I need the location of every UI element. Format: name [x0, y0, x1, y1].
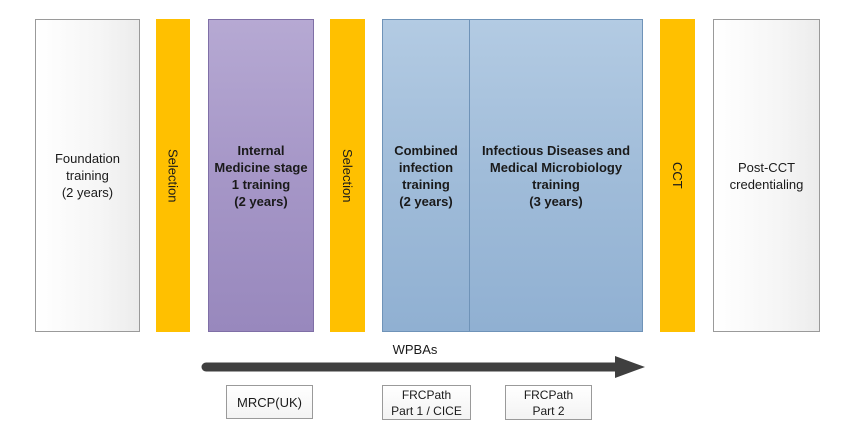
post-cct-box: Post-CCT credentialing: [713, 19, 820, 332]
cct-label: CCT: [670, 162, 685, 189]
wpba-label: WPBAs: [392, 341, 438, 357]
frcpath-part1-label: FRCPath Part 1 / CICE: [391, 387, 462, 418]
combined-infection-label: Combined infection training (2 years): [394, 142, 458, 209]
internal-medicine-box: Internal Medicine stage 1 training (2 ye…: [208, 19, 314, 332]
cct-bar: CCT: [660, 19, 695, 332]
internal-medicine-label: Internal Medicine stage 1 training (2 ye…: [214, 142, 308, 209]
selection-label-2: Selection: [340, 148, 355, 203]
foundation-training-label: Foundation training (2 years): [54, 151, 121, 200]
frcpath-part2-box: FRCPath Part 2: [505, 385, 592, 420]
wpba-arrow-head: [615, 356, 645, 378]
mrcp-exam-box: MRCP(UK): [226, 385, 313, 419]
id-mm-training-box: Infectious Diseases and Medical Microbio…: [469, 19, 643, 332]
selection-bar-2: Selection: [330, 19, 365, 332]
combined-infection-box: Combined infection training (2 years): [382, 19, 470, 332]
frcpath-part2-label: FRCPath Part 2: [523, 387, 574, 418]
id-mm-training-label: Infectious Diseases and Medical Microbio…: [481, 142, 631, 209]
selection-label-1: Selection: [165, 148, 181, 203]
foundation-training-box: Foundation training (2 years): [35, 19, 140, 332]
post-cct-label: Post-CCT credentialing: [729, 159, 804, 192]
selection-bar-1: Selection: [156, 19, 190, 332]
frcpath-part1-box: FRCPath Part 1 / CICE: [382, 385, 471, 420]
mrcp-exam-label: MRCP(UK): [237, 394, 302, 410]
wpba-label-box: WPBAs: [370, 340, 460, 358]
